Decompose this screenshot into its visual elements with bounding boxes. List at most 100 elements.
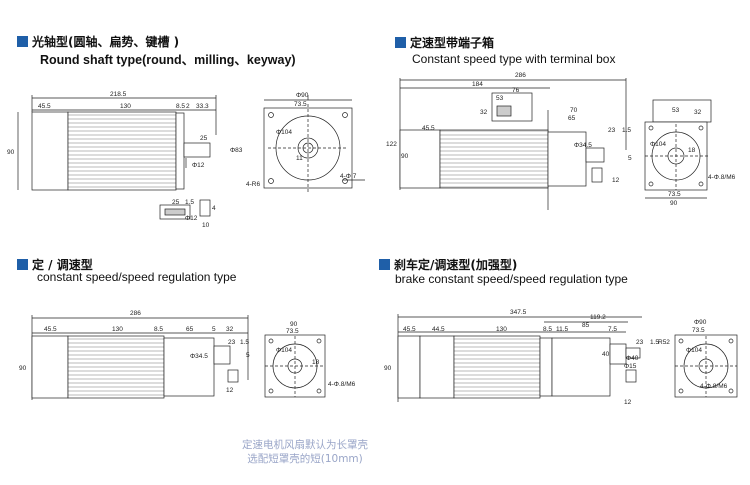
bullet-square-icon <box>17 36 28 47</box>
dim-label: 286 <box>515 72 526 79</box>
dim-label: 18 <box>688 147 696 154</box>
dim-label: 8.5 <box>154 326 163 333</box>
dim-label: 1.5 <box>185 199 194 206</box>
drawing-constant-front <box>264 334 326 398</box>
drawing-terminal-box-front <box>644 99 712 199</box>
bullet-square-icon <box>395 37 406 48</box>
dim-label: Φ104 <box>686 347 702 354</box>
dim-label: 7.5 <box>608 326 617 333</box>
dim-label: 76 <box>512 87 520 94</box>
dim-label: 32 <box>226 326 234 333</box>
dim-label: 90 <box>290 321 298 328</box>
dim-label: 2 <box>186 103 190 110</box>
section-title-brake: 刹车定/调速型(加强型) <box>379 256 517 273</box>
dim-label: 90 <box>7 149 15 156</box>
dim-label: 347.5 <box>510 309 527 316</box>
dim-label: 73.5 <box>286 328 299 335</box>
section-title-round-shaft: 光轴型(圆轴、扁势、键槽 ) <box>17 33 179 50</box>
dim-label: 8.5 <box>543 326 552 333</box>
dim-label: Φ104 <box>650 141 666 148</box>
dim-label: 73.5 <box>294 101 307 108</box>
footnote-line-1: 定速电机风扇默认为长罩壳 <box>242 439 368 451</box>
section-title-constant: 定 / 调速型 <box>17 256 93 273</box>
dim-label: R52 <box>658 339 670 346</box>
dim-label: 12 <box>612 177 620 184</box>
dim-label: 45.5 <box>38 103 51 110</box>
dim-label: 33.3 <box>196 103 209 110</box>
subtitle-constant: constant speed/speed regulation type <box>37 270 237 284</box>
drawing-round-shaft-keyway <box>159 199 211 220</box>
dim-label: 45.5 <box>403 326 416 333</box>
dim-label: 85 <box>582 322 590 329</box>
dim-label: 73.5 <box>668 191 681 198</box>
dim-label: Φ40 <box>626 355 639 362</box>
dim-label: 218.5 <box>110 91 127 98</box>
dim-label: 70 <box>570 107 578 114</box>
dim-label: Φ83 <box>230 147 243 154</box>
drawing-terminal-box-side <box>399 78 627 210</box>
dim-label: 23 <box>636 339 644 346</box>
dim-label: 25 <box>172 199 180 206</box>
dim-label: 32 <box>694 109 702 116</box>
dim-label: 11 <box>296 155 303 162</box>
dim-label: 1.5 <box>650 339 659 346</box>
dim-label: Φ104 <box>276 129 292 136</box>
dim-label: 4-Φ.8/M6 <box>700 383 728 390</box>
dim-label: 12 <box>226 387 234 394</box>
dim-label: 23 <box>228 339 236 346</box>
dim-label: 1.5 <box>240 339 249 346</box>
dim-label: 25 <box>200 135 208 142</box>
dim-label: 4 <box>212 205 216 212</box>
section-title-terminal-box: 定速型带端子箱 <box>395 34 494 51</box>
dim-label: 4-Φ.8/M6 <box>708 174 736 181</box>
dim-label: 5 <box>246 352 250 359</box>
dim-label: 184 <box>472 81 483 88</box>
dim-label: 5 <box>628 155 632 162</box>
bullet-square-icon <box>379 259 390 270</box>
dim-label: 45.5 <box>422 125 435 132</box>
dim-label: Φ15 <box>624 363 637 370</box>
dim-label: 90 <box>401 153 409 160</box>
dim-label: Φ12 <box>185 215 198 222</box>
brake-dimensions: 347.5 119.2 45.5 44.5 130 8.5 11.5 85 7.… <box>384 309 728 406</box>
bullet-square-icon <box>17 259 28 270</box>
footnote-line-2: 选配短罩壳的短(10mm) <box>247 453 363 465</box>
dim-label: 40 <box>602 351 610 358</box>
drawing-constant-side <box>31 315 249 400</box>
dim-label: 44.5 <box>432 326 445 333</box>
dim-label: 122 <box>386 141 397 148</box>
dim-label: 119.2 <box>590 314 606 321</box>
footnote: 定速电机风扇默认为长罩壳 选配短罩壳的短(10mm) <box>220 438 390 466</box>
round-shaft-dimensions: 218.5 45.5 130 8.5 2 33.3 90 25 Φ12 Φ83 … <box>7 91 357 229</box>
drawing-brake-side <box>397 314 642 402</box>
subtitle-brake: brake constant speed/speed regulation ty… <box>395 272 628 286</box>
dim-label: 130 <box>496 326 507 333</box>
dim-label: 65 <box>568 115 576 122</box>
dim-label: 4-Φ 7 <box>340 173 357 180</box>
drawing-round-shaft-front <box>263 95 365 192</box>
dim-label: 1.5 <box>622 127 631 134</box>
dim-label: 4-Φ.8/M6 <box>328 381 356 388</box>
dim-label: 73.5 <box>692 327 705 334</box>
dim-label: Φ12 <box>192 162 205 169</box>
dim-label: 18 <box>312 359 320 366</box>
dim-label: 11.5 <box>556 326 569 333</box>
dim-label: 65 <box>186 326 194 333</box>
dim-label: 53 <box>496 95 504 102</box>
drawing-round-shaft-side <box>17 95 217 191</box>
dim-label: 10 <box>202 222 210 229</box>
dim-label: Φ34.5 <box>574 142 592 149</box>
dim-label: 90 <box>670 200 678 207</box>
subtitle-round-shaft: Round shaft type(round、milling、keyway) <box>40 53 296 67</box>
dim-label: 23 <box>608 127 616 134</box>
dim-label: Φ90 <box>296 92 309 99</box>
dim-label: 90 <box>19 365 27 372</box>
drawing-brake-front <box>674 334 738 398</box>
dim-label: 90 <box>384 365 392 372</box>
dim-label: 8.5 <box>176 103 185 110</box>
dim-label: Φ104 <box>276 347 292 354</box>
dim-label: 32 <box>480 109 488 116</box>
dim-label: 12 <box>624 399 632 406</box>
